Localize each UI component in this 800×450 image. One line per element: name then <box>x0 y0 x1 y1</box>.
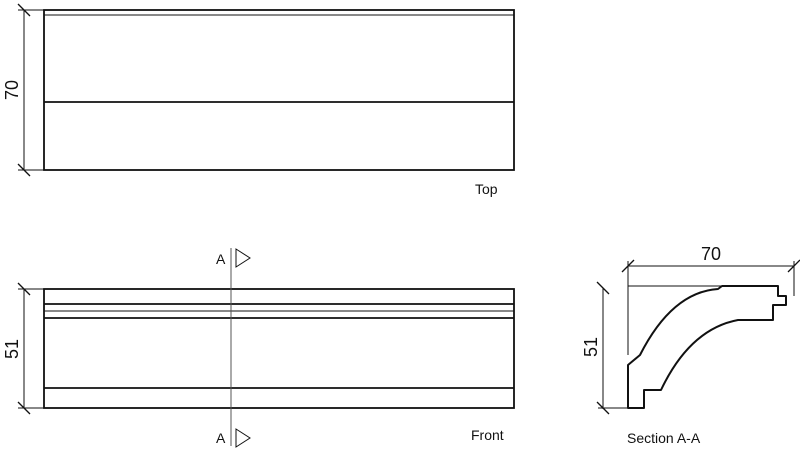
section-marker-top-letter: A <box>216 251 226 267</box>
front-view-label: Front <box>471 427 504 443</box>
section-width-tick-right <box>787 259 800 273</box>
front-view: 51 A A Front <box>2 248 515 448</box>
top-view-outline <box>43 9 515 171</box>
front-view-outline <box>43 288 515 409</box>
top-view-label: Top <box>475 181 498 197</box>
section-width-tick-left <box>621 259 635 273</box>
top-dimension-text: 70 <box>2 80 22 100</box>
section-view-label: Section A-A <box>627 430 701 446</box>
top-dimension: 70 <box>2 3 44 177</box>
top-dimension-tick-top <box>17 3 31 17</box>
section-width-dimension-text: 70 <box>701 244 721 264</box>
front-dimension: 51 <box>2 282 44 415</box>
section-arrow-top-icon <box>235 248 251 268</box>
top-dimension-tick-bottom <box>17 163 31 177</box>
section-width-dimension: 70 <box>621 244 800 355</box>
section-height-tick-top <box>596 281 610 295</box>
section-marker-bottom-letter: A <box>216 430 226 446</box>
top-view: 70 Top <box>2 3 515 197</box>
section-cut: A A <box>216 248 251 448</box>
section-height-dimension: 51 <box>581 281 628 415</box>
front-dimension-tick-top <box>17 282 31 296</box>
section-height-dimension-text: 51 <box>581 337 601 357</box>
section-arrow-bottom-icon <box>235 428 251 448</box>
front-dimension-text: 51 <box>2 339 22 359</box>
section-view: 70 51 Section A-A <box>581 244 800 446</box>
front-dimension-tick-bottom <box>17 401 31 415</box>
section-height-tick-bottom <box>596 401 610 415</box>
section-profile <box>627 285 787 409</box>
